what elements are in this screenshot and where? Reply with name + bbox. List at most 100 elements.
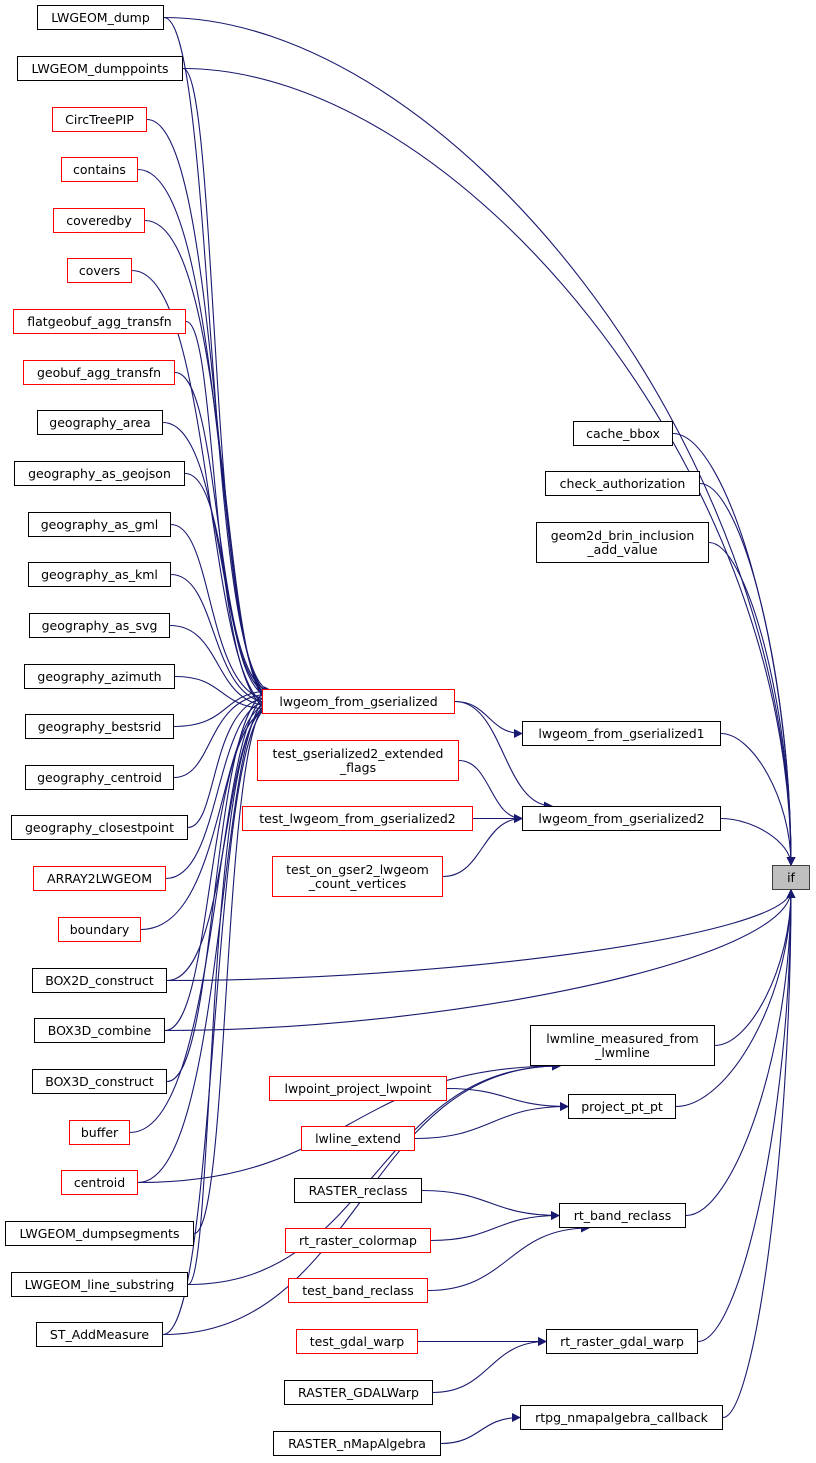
node-test-gserialized2-extended-flags[interactable]: test_gserialized2_extended _flags [257,740,459,781]
node-project-pt-pt[interactable]: project_pt_pt [568,1094,676,1119]
edge-raster-gdalwarp-to-rt-raster-gdal-warp [432,1337,547,1394]
node-geography-azimuth[interactable]: geography_azimuth [24,664,175,689]
edge-rt-raster-colormap-to-rt-band-reclass [430,1211,560,1242]
edge-geography-as-geojson-to-lwgeom-from-gserialized [184,472,273,702]
edge-test-on-gser2-lwgeom-count-vertices-to-lwgeom-from-gserialized2 [442,814,523,878]
node-circtreepip[interactable]: CircTreePIP [52,107,147,132]
edge-geography-azimuth-to-lwgeom-from-gserialized [174,675,273,714]
node-geography-bestsrid[interactable]: geography_bestsrid [25,714,174,739]
edge-rtpg-nmapalgebra-callback-to-if [722,889,796,1419]
edge-lwline-extend-to-project-pt-pt [414,1102,569,1140]
node-rt-raster-colormap[interactable]: rt_raster_colormap [285,1228,431,1253]
node-array2lwgeom[interactable]: ARRAY2LWGEOM [33,866,166,891]
node-rt-band-reclass[interactable]: rt_band_reclass [559,1203,686,1228]
edge-test-gserialized2-extended-flags-to-lwgeom-from-gserialized2 [458,759,523,823]
edge-lwgeom-from-gserialized2-to-if [720,817,796,866]
edge-lwgeom-from-gserialized-to-lwgeom-from-gserialized1 [454,700,523,738]
node-lwgeom-dump[interactable]: LWGEOM_dump [37,5,164,30]
edge-project-pt-pt-to-if [675,889,796,1108]
edge-flatgeobuf-agg-transfn-to-lwgeom-from-gserialized [185,320,273,714]
node-buffer[interactable]: buffer [69,1120,130,1145]
edge-box2d-construct-to-if [166,889,796,982]
edges-layer [129,16,796,1445]
edge-geography-as-svg-to-lwgeom-from-gserialized [169,624,273,711]
node-lwmline-measured-from-lwmline[interactable]: lwmline_measured_from _lwmline [530,1025,715,1066]
node-box2d-construct[interactable]: BOX2D_construct [32,968,167,993]
edge-geom2d-brin-inclusion-add-value-to-if [708,541,796,866]
node-geobuf-agg-transfn[interactable]: geobuf_agg_transfn [23,360,175,385]
edge-geography-centroid-to-lwgeom-from-gserialized [173,689,273,779]
edge-raster-reclass-to-rt-band-reclass [421,1189,560,1220]
node-st-addmeasure[interactable]: ST_AddMeasure [36,1322,163,1347]
edge-lwgeom-from-gserialized1-to-if [720,732,796,866]
edge-centroid-to-lwmline-measured-from-lwmline [137,1061,561,1184]
node-cache-bbox[interactable]: cache_bbox [573,421,673,446]
edge-box3d-construct-to-lwgeom-from-gserialized [166,686,273,1083]
node-raster-nmapalgebra[interactable]: RASTER_nMapAlgebra [273,1431,441,1456]
edge-circtreepip-to-lwgeom-from-gserialized [146,118,273,702]
node-lwgeom-dumppoints[interactable]: LWGEOM_dumppoints [17,56,183,81]
node-lwgeom-from-gserialized[interactable]: lwgeom_from_gserialized [262,689,455,714]
edge-lwgeom-line-substring-to-lwgeom-from-gserialized [187,698,273,1286]
edge-st-addmeasure-to-lwgeom-from-gserialized [162,701,273,1336]
node-lwpoint-project-lwpoint[interactable]: lwpoint_project_lwpoint [269,1076,447,1101]
edge-buffer-to-lwgeom-from-gserialized [129,689,273,1134]
node-covers[interactable]: covers [67,258,132,283]
node-flatgeobuf-agg-transfn[interactable]: flatgeobuf_agg_transfn [13,309,186,334]
edge-coveredby-to-lwgeom-from-gserialized [144,219,273,708]
edge-geography-as-gml-to-lwgeom-from-gserialized [170,523,273,705]
node-geography-centroid[interactable]: geography_centroid [25,765,174,790]
node-raster-reclass[interactable]: RASTER_reclass [294,1178,422,1203]
node-geom2d-brin-inclusion-add-value[interactable]: geom2d_brin_inclusion _add_value [536,522,709,563]
edge-boundary-to-lwgeom-from-gserialized [140,698,273,931]
edge-box3d-combine-to-lwgeom-from-gserialized [164,704,273,1032]
node-geography-as-geojson[interactable]: geography_as_geojson [14,461,185,486]
node-lwline-extend[interactable]: lwline_extend [301,1126,415,1151]
edge-geobuf-agg-transfn-to-lwgeom-from-gserialized [174,371,273,696]
edge-geography-closestpoint-to-lwgeom-from-gserialized [187,692,273,829]
edge-lwpoint-project-lwpoint-to-project-pt-pt [446,1087,569,1111]
node-rtpg-nmapalgebra-callback[interactable]: rtpg_nmapalgebra_callback [520,1405,723,1430]
node-geography-as-svg[interactable]: geography_as_svg [29,613,170,638]
node-test-lwgeom-from-gserialized2[interactable]: test_lwgeom_from_gserialized2 [242,806,473,831]
edge-lwgeom-dump-to-lwgeom-from-gserialized [163,16,273,696]
node-geography-as-gml[interactable]: geography_as_gml [28,512,171,537]
edge-box3d-combine-to-if [164,889,796,1032]
node-centroid[interactable]: centroid [61,1170,138,1195]
node-box3d-construct[interactable]: BOX3D_construct [32,1069,167,1094]
edge-lwgeom-line-substring-to-lwmline-measured-from-lwmline [187,1061,561,1286]
node-lwgeom-from-gserialized1[interactable]: lwgeom_from_gserialized1 [522,721,721,746]
node-rt-raster-gdal-warp[interactable]: rt_raster_gdal_warp [546,1329,698,1354]
edge-rt-band-reclass-to-if [685,889,796,1217]
node-boundary[interactable]: boundary [58,917,141,942]
edge-rt-raster-gdal-warp-to-if [697,889,796,1343]
node-lwgeom-line-substring[interactable]: LWGEOM_line_substring [11,1272,188,1297]
node-lwgeom-dumpsegments[interactable]: LWGEOM_dumpsegments [5,1221,194,1246]
edge-test-band-reclass-to-rt-band-reclass [427,1223,590,1292]
edge-geography-bestsrid-to-lwgeom-from-gserialized [173,686,273,728]
node-contains[interactable]: contains [61,157,138,182]
node-raster-gdalwarp[interactable]: RASTER_GDALWarp [284,1380,433,1405]
edge-lwgeom-dumpsegments-to-lwgeom-from-gserialized [193,695,273,1235]
node-test-gdal-warp[interactable]: test_gdal_warp [296,1329,418,1354]
node-coveredby[interactable]: coveredby [53,208,145,233]
edge-lwgeom-from-gserialized-to-lwgeom-from-gserialized2 [454,700,553,811]
node-check-authorization[interactable]: check_authorization [545,471,700,496]
node-geography-as-kml[interactable]: geography_as_kml [28,562,171,587]
edge-cache-bbox-to-if [672,432,796,866]
edge-check-authorization-to-if [699,482,796,866]
edge-raster-nmapalgebra-to-rtpg-nmapalgebra-callback [440,1413,521,1445]
node-if: if [772,865,810,890]
node-test-on-gser2-lwgeom-count-vertices[interactable]: test_on_gser2_lwgeom _count_vertices [272,856,443,897]
node-test-band-reclass[interactable]: test_band_reclass [288,1278,428,1303]
edge-array2lwgeom-to-lwgeom-from-gserialized [165,695,273,880]
edge-lwgeom-dump-to-if [163,16,796,866]
node-geography-closestpoint[interactable]: geography_closestpoint [11,815,188,840]
node-box3d-combine[interactable]: BOX3D_combine [34,1018,165,1043]
edge-lwgeom-dumppoints-to-if [182,67,796,866]
node-geography-area[interactable]: geography_area [37,410,163,435]
node-lwgeom-from-gserialized2[interactable]: lwgeom_from_gserialized2 [522,806,721,831]
edge-geography-area-to-lwgeom-from-gserialized [162,421,273,699]
edge-covers-to-lwgeom-from-gserialized [131,269,273,711]
